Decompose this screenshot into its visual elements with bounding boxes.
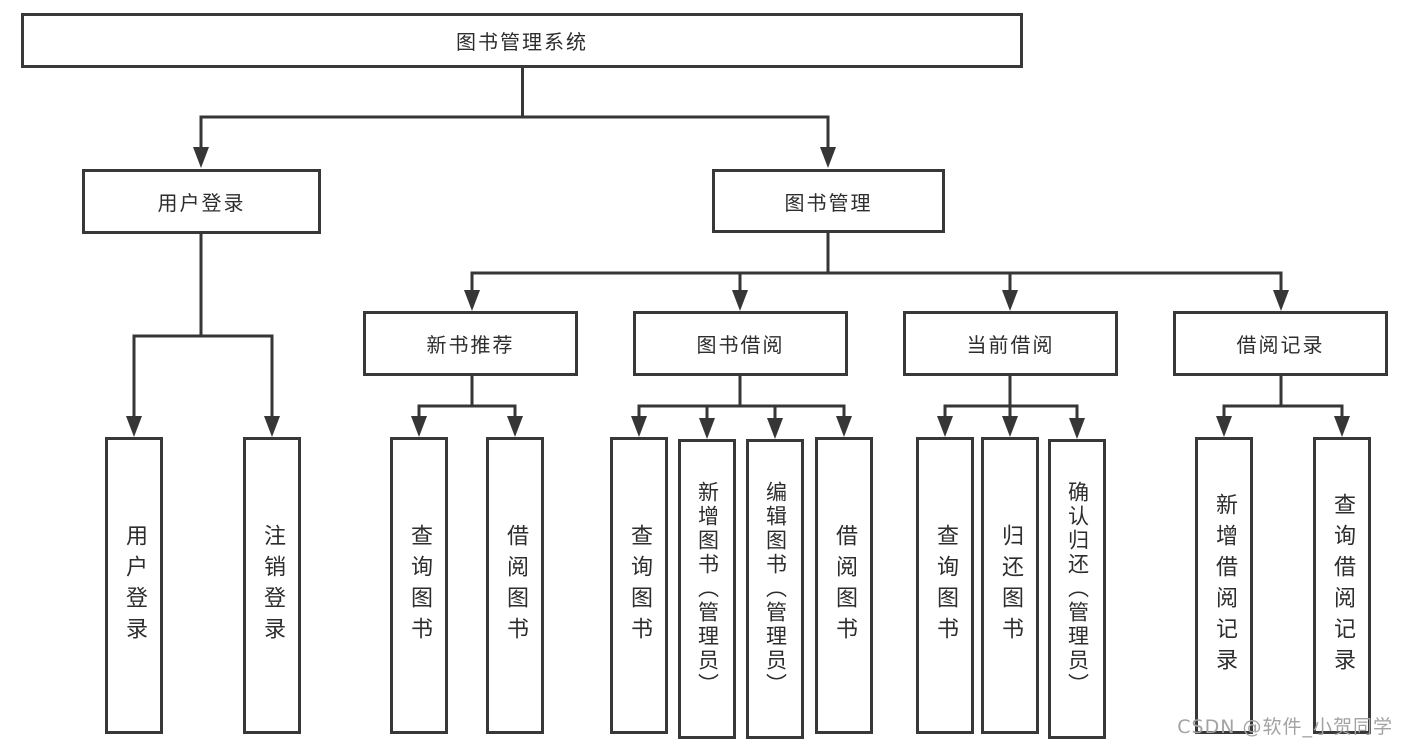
leaf-logout: 注销登录 <box>243 437 301 734</box>
leaf-query-book-borrowing: 查询图书 <box>610 437 668 734</box>
node-new-book-recommend: 新书推荐 <box>363 311 578 376</box>
leaf-add-book-admin: 新增图书（管理员） <box>678 439 736 739</box>
leaf-query-book-current: 查询图书 <box>916 437 974 734</box>
connector-new-book-recommend-children <box>417 374 517 419</box>
leaf-query-book-recommend: 查询图书 <box>390 437 448 734</box>
leaf-add-borrow-record: 新增借阅记录 <box>1195 437 1253 734</box>
leaf-borrow-book-recommend: 借阅图书 <box>486 437 544 734</box>
leaf-return-book: 归还图书 <box>981 437 1039 734</box>
leaf-query-borrow-record: 查询借阅记录 <box>1313 437 1371 734</box>
connector-root-level2 <box>199 66 830 151</box>
node-borrowing-records: 借阅记录 <box>1173 311 1388 376</box>
node-book-borrowing: 图书借阅 <box>633 311 848 376</box>
connector-book-borrowing-children <box>637 374 846 421</box>
node-book-management: 图书管理 <box>712 169 945 233</box>
leaf-edit-book-admin: 编辑图书（管理员） <box>746 439 804 739</box>
arrowheads <box>126 147 1350 439</box>
watermark: CSDN @软件_小贺同学 <box>1177 716 1393 738</box>
leaf-user-login: 用户登录 <box>105 437 163 734</box>
leaf-borrow-book-borrowing: 借阅图书 <box>815 437 873 734</box>
connector-current-borrowing-children <box>943 374 1079 421</box>
node-user-login: 用户登录 <box>82 169 321 234</box>
leaf-confirm-return-admin: 确认归还（管理员） <box>1048 439 1106 739</box>
node-root: 图书管理系统 <box>21 13 1023 68</box>
connector-borrowing-records-children <box>1222 374 1344 419</box>
connector-user-login-children <box>132 232 274 419</box>
node-current-borrowing: 当前借阅 <box>903 311 1118 376</box>
connector-book-management-level3 <box>470 231 1283 294</box>
